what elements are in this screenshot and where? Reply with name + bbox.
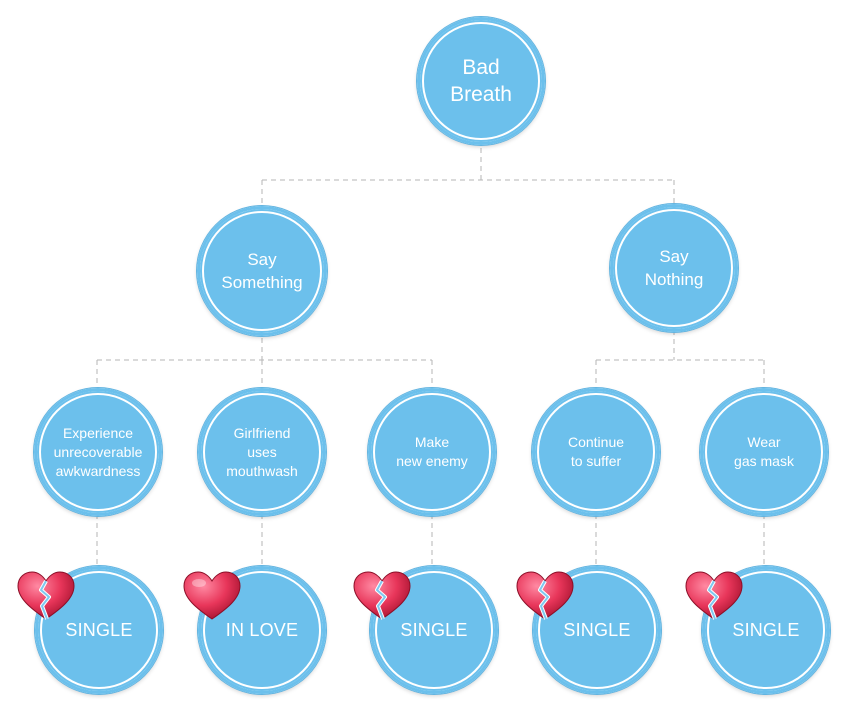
consequence-label: Experience unrecoverable awkwardness (53, 424, 143, 479)
consequence-label: Girlfriend uses mouthwash (226, 424, 298, 479)
broken-heart-icon (516, 571, 574, 620)
connector-consequences-outcomes (96, 514, 765, 565)
broken-heart-icon (685, 571, 743, 620)
root-label: Bad Breath (450, 56, 512, 106)
consequence-node-suffer: Continue to suffer (532, 388, 660, 516)
choice-label: Say Nothing (644, 247, 704, 289)
consequence-node-gas-mask: Wear gas mask (700, 388, 828, 516)
connector-nothing-consequences (595, 330, 765, 386)
outcome-label: SINGLE (732, 619, 800, 640)
broken-heart-icon (353, 571, 411, 620)
broken-heart-icon (17, 571, 75, 620)
consequence-label: Make new enemy (396, 434, 468, 469)
outcome-label: SINGLE (563, 619, 631, 640)
consequence-node-awkwardness: Experience unrecoverable awkwardness (34, 388, 162, 516)
choice-label: Say Something (221, 250, 303, 292)
outcome-label: SINGLE (400, 619, 468, 640)
heart-icon (183, 571, 241, 620)
consequence-label: Continue to suffer (567, 434, 625, 469)
choice-node-say-nothing: Say Nothing (610, 204, 738, 332)
outcome-node-single-1: SINGLE (35, 566, 163, 694)
consequence-node-mouthwash: Girlfriend uses mouthwash (198, 388, 326, 516)
outcome-label: SINGLE (65, 619, 133, 640)
connector-something-consequences (96, 338, 433, 386)
outcome-label: IN LOVE (225, 619, 299, 640)
choice-node-say-something: Say Something (197, 206, 327, 336)
connector-root-choices (261, 148, 675, 206)
root-node: Bad Breath (417, 17, 545, 145)
consequence-label: Wear gas mask (734, 434, 794, 469)
consequence-node-enemy: Make new enemy (368, 388, 496, 516)
